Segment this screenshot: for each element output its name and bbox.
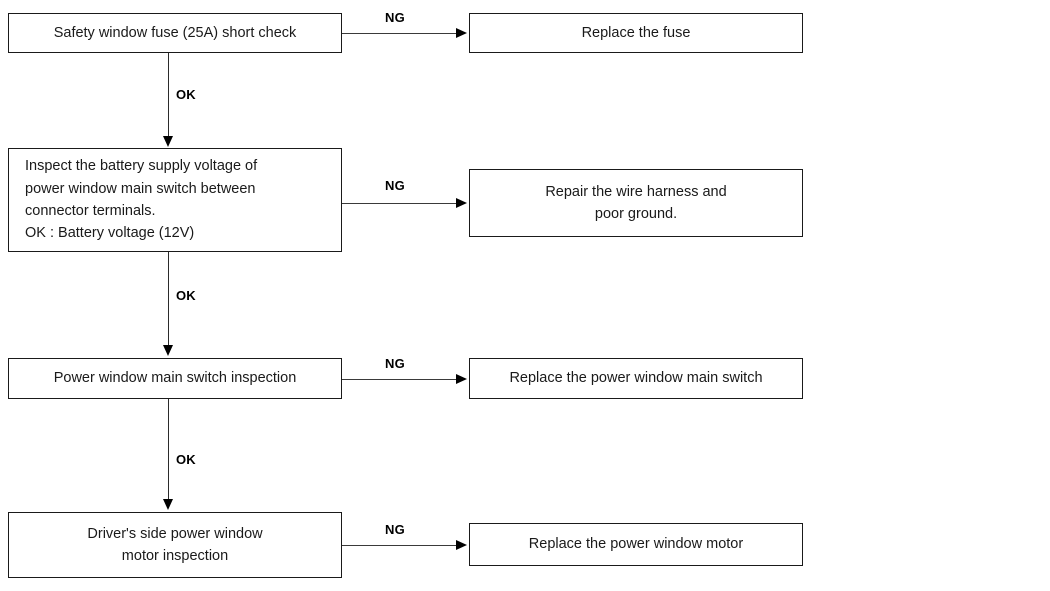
process-node-step-2[interactable]: Inspect the battery supply voltage of po…: [8, 148, 342, 252]
result-node-step-1[interactable]: Replace the fuse: [469, 13, 803, 53]
result-node-label: Replace the power window main switch: [509, 370, 763, 387]
branch-label-step-1-ok: OK: [176, 87, 196, 102]
branch-line-step-2-ng: [342, 203, 458, 204]
branch-arrowhead-step-3-ng: [456, 373, 467, 384]
result-node-step-2[interactable]: Repair the wire harness and poor ground.: [469, 169, 803, 237]
process-node-step-3[interactable]: Power window main switch inspection: [8, 358, 342, 399]
process-node-label: Inspect the battery supply voltage of po…: [25, 158, 258, 242]
branch-line-step-1-ng: [342, 33, 458, 34]
result-node-step-4[interactable]: Replace the power window motor: [469, 523, 803, 566]
result-node-step-3[interactable]: Replace the power window main switch: [469, 358, 803, 399]
branch-line-step-4-ng: [342, 545, 458, 546]
flow-line-step-1-to-step-2: [168, 53, 169, 136]
process-node-label: Safety window fuse (25A) short check: [53, 24, 297, 41]
process-node-step-4[interactable]: Driver's side power window motor inspect…: [8, 512, 342, 578]
branch-arrowhead-step-1-ng: [456, 27, 467, 38]
branch-label-step-4-ng: NG: [385, 522, 405, 537]
branch-label-step-2-ng: NG: [385, 178, 405, 193]
result-node-label: Replace the power window motor: [528, 536, 744, 553]
flow-arrowhead-step-1-to-step-2: [162, 136, 173, 147]
flow-line-step-3-to-step-4: [168, 399, 169, 499]
result-node-label: Replace the fuse: [581, 24, 691, 41]
result-node-label: Repair the wire harness and poor ground.: [545, 183, 727, 222]
flow-arrowhead-step-3-to-step-4: [162, 499, 173, 510]
branch-arrowhead-step-2-ng: [456, 197, 467, 208]
process-node-label: Power window main switch inspection: [53, 370, 297, 387]
branch-line-step-3-ng: [342, 379, 458, 380]
branch-label-step-3-ng: NG: [385, 356, 405, 371]
branch-label-step-3-ok: OK: [176, 452, 196, 467]
process-node-label: Driver's side power window motor inspect…: [87, 525, 263, 564]
branch-label-step-1-ng: NG: [385, 10, 405, 25]
branch-label-step-2-ok: OK: [176, 288, 196, 303]
flow-line-step-2-to-step-3: [168, 252, 169, 345]
branch-arrowhead-step-4-ng: [456, 539, 467, 550]
process-node-step-1[interactable]: Safety window fuse (25A) short check: [8, 13, 342, 53]
flow-arrowhead-step-2-to-step-3: [162, 345, 173, 356]
